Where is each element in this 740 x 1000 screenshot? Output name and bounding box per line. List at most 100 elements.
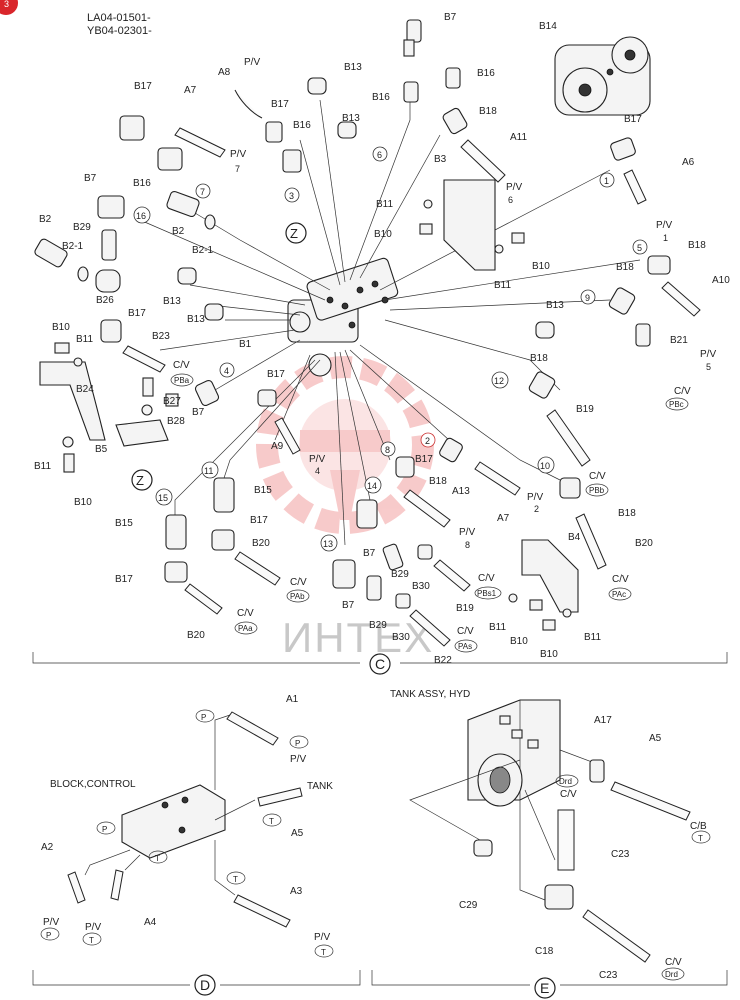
washer-b11-b4[interactable] xyxy=(508,593,518,603)
fitting-b29-center[interactable] xyxy=(382,543,404,571)
fitting-b17-mid-top[interactable] xyxy=(265,121,283,143)
hose-b20-low[interactable] xyxy=(184,583,223,615)
bracket-b24[interactable] xyxy=(115,419,169,447)
fitting-a17[interactable] xyxy=(589,759,605,783)
cap-b13-left-low[interactable] xyxy=(204,303,224,321)
washer-b11-right[interactable] xyxy=(494,244,504,254)
svg-text:2: 2 xyxy=(425,436,430,446)
bolt-b10-right[interactable] xyxy=(511,232,525,244)
fitting-b21[interactable] xyxy=(635,323,651,347)
elbow-b18-mid-right[interactable] xyxy=(608,286,636,315)
bolt-b10-b4[interactable] xyxy=(529,599,543,611)
hose-a6[interactable] xyxy=(623,169,647,205)
hose-a10[interactable] xyxy=(661,281,701,317)
control-valve-assembly-b1[interactable] xyxy=(287,257,399,377)
elbow-b17-center[interactable] xyxy=(395,456,415,478)
hose-a3[interactable] xyxy=(233,894,291,928)
svg-text:T: T xyxy=(89,936,94,945)
hose-a13[interactable] xyxy=(403,489,451,528)
fitting-b30-low[interactable] xyxy=(395,593,411,609)
bracket-b3[interactable] xyxy=(443,179,496,271)
fitting-b15-low[interactable] xyxy=(165,514,187,550)
elbow-b18-low-right[interactable] xyxy=(559,477,581,499)
fitting-b16-center[interactable] xyxy=(403,81,419,103)
bolt-b10-b4-low[interactable] xyxy=(542,619,556,631)
o-ring-b2-1-left[interactable] xyxy=(77,266,89,282)
elbow-b18-center[interactable] xyxy=(438,437,464,463)
bolt-b10-b3[interactable] xyxy=(419,223,433,235)
fitting-b30-center[interactable] xyxy=(417,544,433,560)
fitting-b27[interactable] xyxy=(165,393,179,407)
hose-b20-mid[interactable] xyxy=(234,551,281,586)
section-d-bracket: D xyxy=(32,970,361,996)
bracket-b5[interactable] xyxy=(39,361,106,441)
fitting-b16-left[interactable] xyxy=(157,147,183,171)
o-ring-b2-1-mid[interactable] xyxy=(204,214,216,230)
corner-page-badge: 3 xyxy=(0,0,18,15)
cap-b13-mid[interactable] xyxy=(337,121,357,139)
bolt-b10-left[interactable] xyxy=(54,342,70,354)
hydraulic-pump-b14[interactable] xyxy=(554,36,651,116)
hose-a11[interactable] xyxy=(460,139,506,183)
hose-a7-center[interactable] xyxy=(474,461,521,496)
elbow-b17-left[interactable] xyxy=(100,319,122,343)
hose-c23-upper[interactable] xyxy=(557,809,575,871)
fitting-b29-left[interactable] xyxy=(101,229,117,261)
bolt-b11-b3[interactable] xyxy=(423,199,433,209)
hydraulic-tank[interactable] xyxy=(467,699,561,807)
fitting-b2-mid[interactable] xyxy=(166,190,200,218)
bolt-b10-left-low[interactable] xyxy=(63,453,75,473)
svg-text:P/V: P/V xyxy=(314,932,330,943)
fitting-b29-low[interactable] xyxy=(366,575,382,601)
fitting-b26[interactable] xyxy=(95,269,121,293)
tee-b7-center[interactable] xyxy=(356,499,378,529)
elbow-b17-low-mid[interactable] xyxy=(211,529,235,551)
hose-b19-center[interactable] xyxy=(433,559,471,592)
fitting-b15-mid[interactable] xyxy=(213,477,235,513)
svg-text:B15: B15 xyxy=(115,518,133,529)
svg-text:C/V: C/V xyxy=(665,957,682,968)
fitting-c29[interactable] xyxy=(473,839,493,857)
washer-b28[interactable] xyxy=(141,404,153,416)
tee-c18[interactable] xyxy=(544,884,574,910)
washer-b11-b4-right[interactable] xyxy=(562,608,572,618)
elbow-b18-right[interactable] xyxy=(647,255,671,275)
hose-a5-d[interactable] xyxy=(257,787,303,807)
svg-text:A13: A13 xyxy=(452,486,470,497)
elbow-b18-mid[interactable] xyxy=(528,370,556,399)
fitting-b17-left-top[interactable] xyxy=(119,115,145,141)
svg-text:B7: B7 xyxy=(444,12,457,23)
elbow-b17-low-left[interactable] xyxy=(164,561,188,583)
tee-b7-left[interactable] xyxy=(194,379,220,407)
bolt-b24[interactable] xyxy=(142,377,154,397)
cap-b13-right[interactable] xyxy=(535,321,555,339)
control-block[interactable] xyxy=(121,784,226,859)
washer-b11-left-top[interactable] xyxy=(73,357,83,367)
hose-a2[interactable] xyxy=(67,871,86,904)
fitting-b2-left[interactable] xyxy=(34,238,69,269)
hose-a8[interactable] xyxy=(234,89,263,119)
fitting-b23[interactable] xyxy=(122,345,166,373)
elbow-b17-center-left[interactable] xyxy=(257,389,277,407)
svg-text:4: 4 xyxy=(315,466,320,476)
hose-a1[interactable] xyxy=(226,711,279,746)
hose-b22[interactable] xyxy=(409,609,451,647)
tee-b7-low[interactable] xyxy=(332,559,356,589)
fitting-b16-top-right[interactable] xyxy=(445,67,461,89)
hose-a5-e[interactable] xyxy=(610,781,691,821)
fitting-b7-top[interactable] xyxy=(403,19,422,57)
cap-b13-left[interactable] xyxy=(177,267,197,285)
hose-b19-right[interactable] xyxy=(546,409,591,467)
hose-a7-left[interactable] xyxy=(174,127,226,158)
hose-a9[interactable] xyxy=(274,417,301,455)
cap-b13-top[interactable] xyxy=(307,77,327,95)
elbow-b17-right[interactable] xyxy=(610,137,637,161)
fitting-b7-left[interactable] xyxy=(97,195,125,219)
hose-a4[interactable] xyxy=(110,869,124,901)
svg-text:B17: B17 xyxy=(115,574,133,585)
hose-b20-right[interactable] xyxy=(575,513,607,570)
hose-c23-lower[interactable] xyxy=(582,909,651,963)
fitting-b16-mid-top[interactable] xyxy=(282,149,302,173)
washer-b11-left[interactable] xyxy=(62,436,74,448)
elbow-b18-top[interactable] xyxy=(442,107,469,135)
